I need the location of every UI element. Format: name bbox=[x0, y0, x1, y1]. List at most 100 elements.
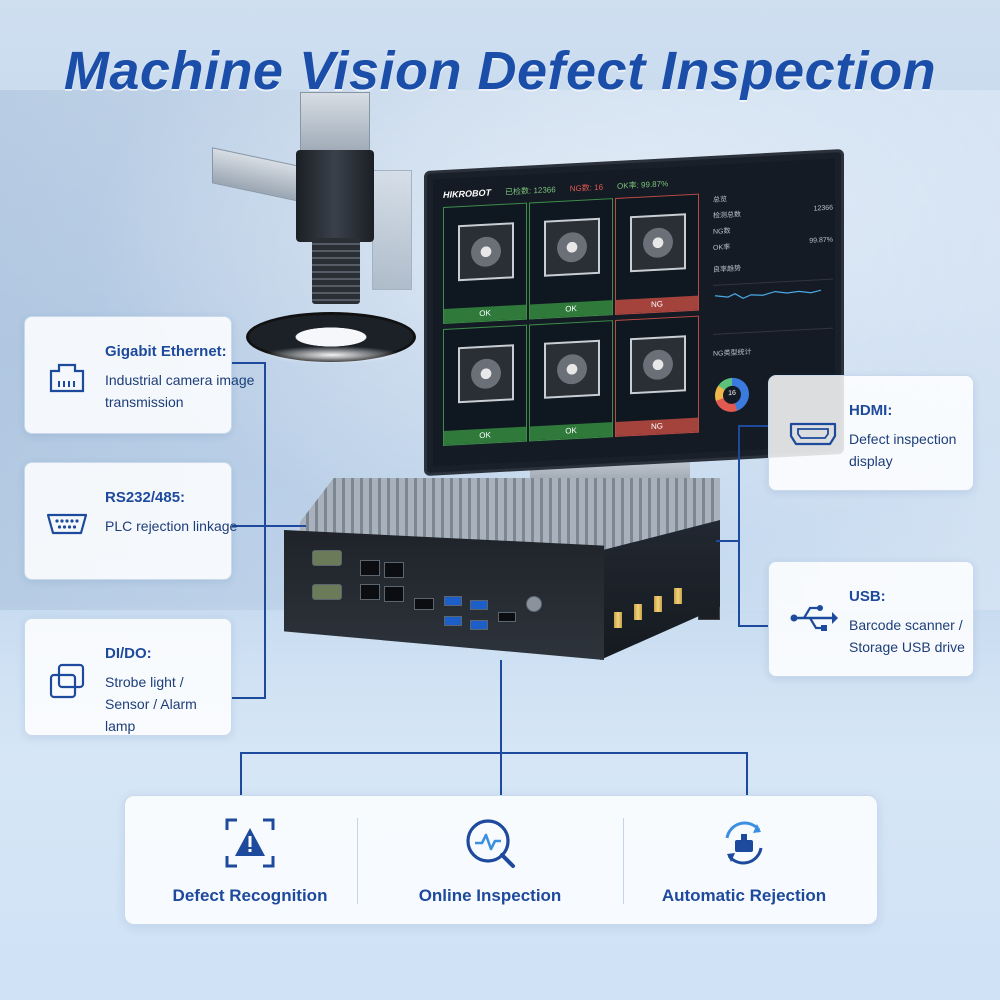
connector-line bbox=[716, 540, 738, 542]
monitor-ok-rate: OK率: 99.87% bbox=[617, 178, 669, 191]
connector-line bbox=[738, 625, 768, 627]
stats-heading: 总览 bbox=[713, 196, 727, 204]
inspection-status: OK bbox=[444, 304, 526, 323]
inspection-image bbox=[458, 222, 514, 282]
com-port-2 bbox=[312, 584, 342, 600]
lan-port-2 bbox=[384, 562, 404, 578]
yield-trend-line bbox=[714, 289, 822, 299]
connector-line bbox=[232, 525, 264, 527]
feature-title: RS232/485: bbox=[105, 489, 186, 506]
capability-label: Automatic Rejection bbox=[661, 886, 827, 905]
lan-port-4 bbox=[384, 586, 404, 602]
pulse-search-icon bbox=[466, 819, 515, 868]
usb-port bbox=[470, 600, 488, 610]
inspection-image bbox=[544, 339, 600, 399]
feature-dido: DI/DO: Strobe light / Sensor / Alarm lam… bbox=[24, 618, 232, 736]
hdmi-port-icon bbox=[789, 422, 837, 446]
feature-description: Strobe light / Sensor / Alarm lamp bbox=[105, 674, 197, 734]
capabilities-panel: Defect Recognition Online Inspection Aut… bbox=[124, 795, 878, 925]
capability-label: Defect Recognition bbox=[172, 886, 328, 905]
industrial-camera bbox=[296, 150, 374, 242]
usb-port bbox=[444, 596, 462, 606]
monitor-count: 已检数: 12366 bbox=[505, 184, 556, 197]
inspection-image bbox=[544, 217, 600, 277]
camera-rail-right bbox=[372, 170, 412, 290]
com-port-1 bbox=[312, 550, 342, 566]
capability-online-inspection: Online Inspection bbox=[365, 796, 615, 926]
inspection-monitor: HIKROBOT 已检数: 12366 NG数: 16 OK率: 99.87% … bbox=[424, 148, 844, 477]
feature-description: Industrial camera image transmission bbox=[105, 372, 255, 410]
inspection-status: OK bbox=[530, 300, 612, 319]
divider bbox=[357, 818, 358, 904]
page-title: Machine Vision Defect Inspection bbox=[63, 41, 937, 101]
ng-type-title: NG类型统计 bbox=[713, 348, 752, 358]
capability-label: Online Inspection bbox=[418, 886, 562, 905]
stats-label: 检测总数 bbox=[713, 211, 741, 220]
camera-lens bbox=[312, 238, 360, 304]
warning-scan-icon bbox=[225, 818, 275, 868]
usb-icon bbox=[790, 605, 838, 631]
connector-line bbox=[500, 660, 502, 795]
inspection-image bbox=[630, 213, 686, 273]
stats-row: 检测总数 12366 bbox=[713, 205, 833, 221]
feature-rs232-485: RS232/485: PLC rejection linkage bbox=[24, 462, 237, 580]
feature-title: HDMI: bbox=[849, 402, 893, 419]
hdmi-port bbox=[414, 598, 434, 610]
feature-title: DI/DO: bbox=[105, 645, 152, 662]
divider bbox=[623, 818, 624, 904]
ring-light-glow bbox=[262, 346, 402, 364]
feature-title: Gigabit Ethernet: bbox=[105, 343, 227, 360]
feature-hdmi: HDMI: Defect inspection display bbox=[768, 375, 974, 491]
lan-port-1 bbox=[360, 560, 380, 576]
usb-port bbox=[444, 616, 462, 626]
inspection-cell: NG bbox=[615, 193, 699, 315]
monitor-screen: HIKROBOT 已检数: 12366 NG数: 16 OK率: 99.87% … bbox=[433, 158, 835, 467]
yield-trend-chart bbox=[713, 278, 833, 335]
capability-defect-recognition: Defect Recognition bbox=[125, 796, 375, 926]
power-button bbox=[526, 596, 542, 612]
inspection-status: OK bbox=[444, 426, 526, 445]
db9-serial-port-icon bbox=[46, 513, 88, 535]
inspection-cell: OK bbox=[529, 320, 613, 442]
cycle-reject-icon bbox=[725, 821, 763, 865]
monitor-ng-count: NG数: 16 bbox=[569, 182, 604, 193]
stats-row: OK率 99.87% bbox=[713, 237, 833, 253]
monitor-brand: HIKROBOT bbox=[443, 187, 491, 201]
inspection-cell: OK bbox=[443, 202, 527, 325]
feature-description: Barcode scanner / Storage USB drive bbox=[849, 617, 965, 655]
connector-line bbox=[738, 425, 740, 627]
connector-line bbox=[240, 752, 242, 795]
camera-rail-vertical bbox=[300, 92, 370, 158]
connector-line bbox=[264, 362, 266, 698]
stats-value: 99.87% bbox=[809, 236, 833, 245]
ethernet-port-icon bbox=[49, 363, 85, 393]
connector-line bbox=[232, 362, 266, 364]
lan-port-3 bbox=[360, 584, 380, 600]
antenna-connector bbox=[654, 596, 662, 612]
capability-automatic-rejection: Automatic Rejection bbox=[619, 796, 869, 926]
antenna-connector bbox=[614, 612, 622, 628]
usb-port bbox=[470, 620, 488, 630]
inspection-status: OK bbox=[530, 422, 612, 441]
feature-description: PLC rejection linkage bbox=[105, 518, 238, 534]
connector-line bbox=[240, 752, 748, 754]
inspection-status: NG bbox=[616, 417, 698, 436]
antenna-connector bbox=[674, 588, 682, 604]
inspection-cell: OK bbox=[529, 198, 613, 320]
inspection-cell: NG bbox=[615, 315, 699, 437]
antenna-connector bbox=[634, 604, 642, 620]
stats-label: OK率 bbox=[713, 243, 731, 252]
inspection-cell: OK bbox=[443, 324, 527, 447]
connector-line bbox=[232, 697, 266, 699]
feature-gigabit-ethernet: Gigabit Ethernet: Industrial camera imag… bbox=[24, 316, 254, 434]
feature-description: Defect inspection display bbox=[849, 431, 957, 469]
feature-title: USB: bbox=[849, 588, 886, 605]
connector-line bbox=[746, 752, 748, 795]
connector-line bbox=[266, 525, 306, 527]
usb-port-black bbox=[498, 612, 516, 622]
stats-value: 12366 bbox=[813, 204, 833, 213]
connector-line bbox=[738, 425, 768, 427]
dio-connector-icon bbox=[49, 663, 85, 699]
stats-label: NG数 bbox=[713, 227, 731, 236]
